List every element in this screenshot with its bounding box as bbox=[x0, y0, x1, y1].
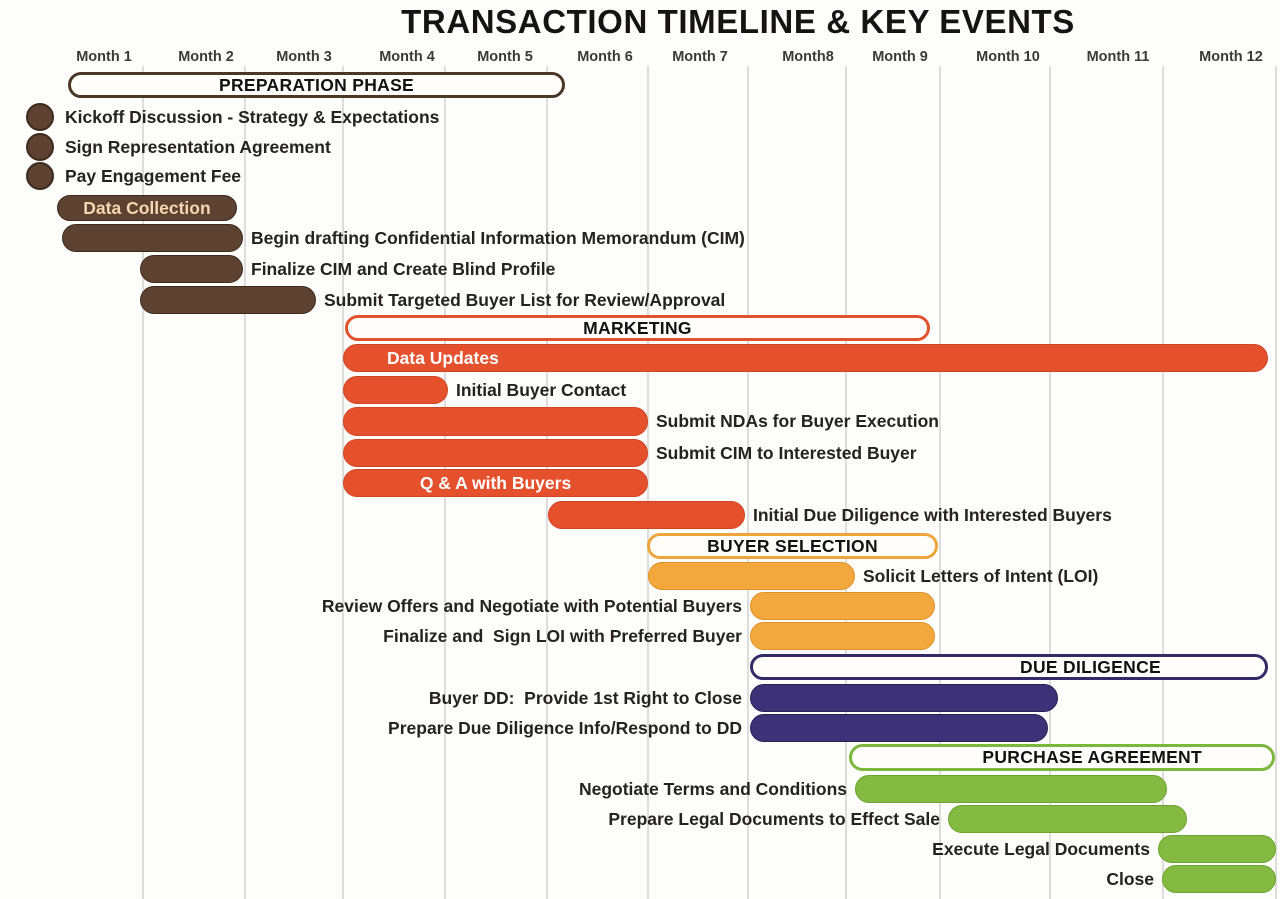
task-bar bbox=[750, 592, 935, 620]
month-label: Month 4 bbox=[379, 49, 435, 65]
phase-header-marketing: MARKETING bbox=[345, 315, 930, 341]
task-label: Submit NDAs for Buyer Execution bbox=[656, 411, 939, 431]
task-label: Execute Legal Documents bbox=[932, 838, 1150, 859]
milestone-label: Sign Representation Agreement bbox=[65, 136, 331, 157]
milestone-label: Pay Engagement Fee bbox=[65, 165, 242, 186]
task-label: Initial Due Diligence with Interested Bu… bbox=[753, 504, 1112, 525]
month-gridline bbox=[244, 66, 246, 899]
month-label: Month 10 bbox=[976, 49, 1040, 65]
task-bar bbox=[1158, 835, 1276, 863]
month-label: Month 12 bbox=[1199, 49, 1263, 65]
chart-title: TRANSACTION TIMELINE & KEY EVENTS bbox=[401, 3, 1075, 40]
phase-header-label: PURCHASE AGREEMENT bbox=[982, 747, 1202, 767]
phase-header-label: MARKETING bbox=[583, 317, 692, 338]
task-bar bbox=[750, 714, 1048, 742]
phase-header-label: BUYER SELECTION bbox=[707, 535, 878, 556]
task-bar bbox=[648, 562, 855, 590]
milestone-dot bbox=[26, 133, 54, 161]
task-label: Begin drafting Confidential Information … bbox=[251, 227, 745, 248]
task-label: Finalize CIM and Create Blind Profile bbox=[251, 258, 556, 279]
task-bar bbox=[343, 344, 1268, 372]
task-bar bbox=[750, 684, 1058, 712]
month-gridline bbox=[142, 66, 144, 899]
month-label: Month 7 bbox=[672, 49, 728, 65]
task-label: Review Offers and Negotiate with Potenti… bbox=[321, 595, 742, 616]
month-label: Month 5 bbox=[477, 49, 533, 65]
milestone-dot bbox=[26, 162, 54, 190]
task-bar bbox=[948, 805, 1187, 833]
task-bar bbox=[548, 501, 745, 529]
month-label: Month 2 bbox=[178, 49, 234, 65]
task-bar bbox=[62, 224, 243, 252]
phase-header-preparation: PREPARATION PHASE bbox=[68, 72, 565, 98]
task-label: Negotiate Terms and Conditions bbox=[578, 778, 847, 799]
task-label: Submit Targeted Buyer List for Review/Ap… bbox=[324, 289, 726, 310]
month-gridline bbox=[1275, 66, 1277, 899]
phase-header-due_diligence: DUE DILIGENCE bbox=[750, 654, 1268, 680]
month-gridline bbox=[845, 66, 847, 899]
month-gridline bbox=[747, 66, 749, 899]
task-bar bbox=[855, 775, 1167, 803]
month-label: Month 3 bbox=[276, 49, 332, 65]
month-label: Month 1 bbox=[76, 49, 132, 65]
task-label: Data Updates bbox=[387, 347, 499, 368]
month-label: Month 11 bbox=[1086, 49, 1150, 65]
task-label: Prepare Due Diligence Info/Respond to DD bbox=[388, 717, 742, 738]
task-bar bbox=[343, 407, 648, 436]
task-bar bbox=[750, 622, 935, 650]
month-label: Month 6 bbox=[577, 49, 633, 65]
task-bar bbox=[343, 439, 648, 467]
milestone-label: Kickoff Discussion - Strategy & Expectat… bbox=[65, 106, 440, 127]
task-bar bbox=[343, 469, 648, 497]
month-label: Month8 bbox=[782, 49, 834, 65]
month-gridline bbox=[647, 66, 649, 899]
task-bar bbox=[57, 195, 237, 221]
task-bar bbox=[140, 255, 243, 283]
task-bar bbox=[1162, 865, 1276, 893]
milestone-dot bbox=[26, 103, 54, 131]
task-label: Q & A with Buyers bbox=[419, 472, 572, 493]
task-label: Prepare Legal Documents to Effect Sale bbox=[608, 808, 940, 829]
month-gridline bbox=[1162, 66, 1164, 899]
task-label: Data Collection bbox=[83, 197, 211, 218]
task-label: Submit CIM to Interested Buyer bbox=[656, 442, 917, 463]
task-label: Solicit Letters of Intent (LOI) bbox=[863, 565, 1099, 586]
phase-header-purchase_agreement: PURCHASE AGREEMENT bbox=[849, 744, 1275, 771]
month-gridline bbox=[939, 66, 941, 899]
phase-header-label: PREPARATION PHASE bbox=[218, 74, 415, 95]
phase-header-buyer_selection: BUYER SELECTION bbox=[647, 533, 938, 559]
phase-header-label: DUE DILIGENCE bbox=[1020, 656, 1161, 677]
task-label: Initial Buyer Contact bbox=[456, 379, 627, 400]
task-bar bbox=[343, 376, 448, 404]
task-label: Close bbox=[1106, 868, 1154, 889]
task-label: Finalize and Sign LOI with Preferred Buy… bbox=[383, 625, 742, 646]
task-label: Buyer DD: Provide 1st Right to Close bbox=[428, 687, 742, 708]
task-bar bbox=[140, 286, 316, 314]
month-gridline bbox=[1049, 66, 1051, 899]
month-label: Month 9 bbox=[872, 49, 928, 65]
